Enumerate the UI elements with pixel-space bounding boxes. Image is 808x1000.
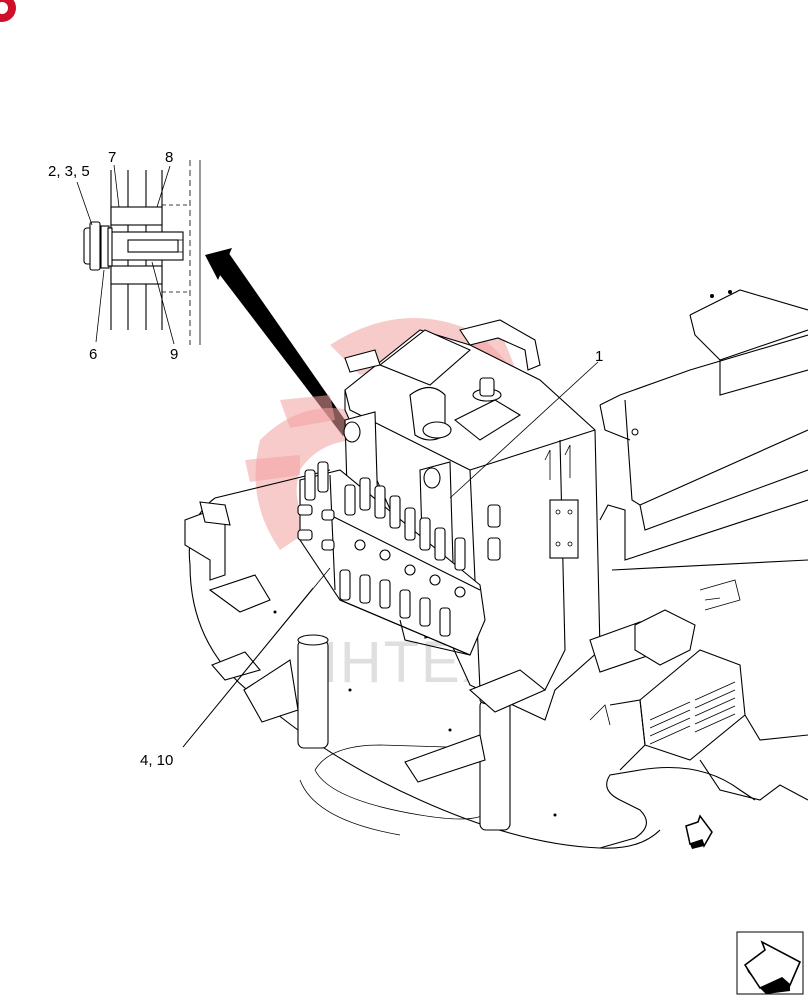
callout-1: 1 xyxy=(595,348,603,365)
grille-panel xyxy=(609,649,808,801)
next-page-arrow-icon[interactable] xyxy=(736,931,804,995)
callout-8: 8 xyxy=(165,149,173,166)
mounting-bracket xyxy=(343,319,651,721)
callout-6: 6 xyxy=(89,346,97,363)
callout-7: 7 xyxy=(108,149,116,166)
callout-9: 9 xyxy=(170,346,178,363)
forward-arrow-icon xyxy=(685,814,713,849)
right-frame xyxy=(589,289,808,726)
control-valve xyxy=(297,461,486,656)
pointer-arrow xyxy=(205,248,352,436)
callout-4-10: 4, 10 xyxy=(140,752,173,769)
detail-inset xyxy=(83,160,201,345)
main-leaders xyxy=(182,361,599,748)
callout-2-3-5: 2, 3, 5 xyxy=(48,163,90,180)
red-circle-icon xyxy=(0,0,16,22)
base-frame xyxy=(184,469,756,849)
inset-leaders xyxy=(76,164,175,345)
